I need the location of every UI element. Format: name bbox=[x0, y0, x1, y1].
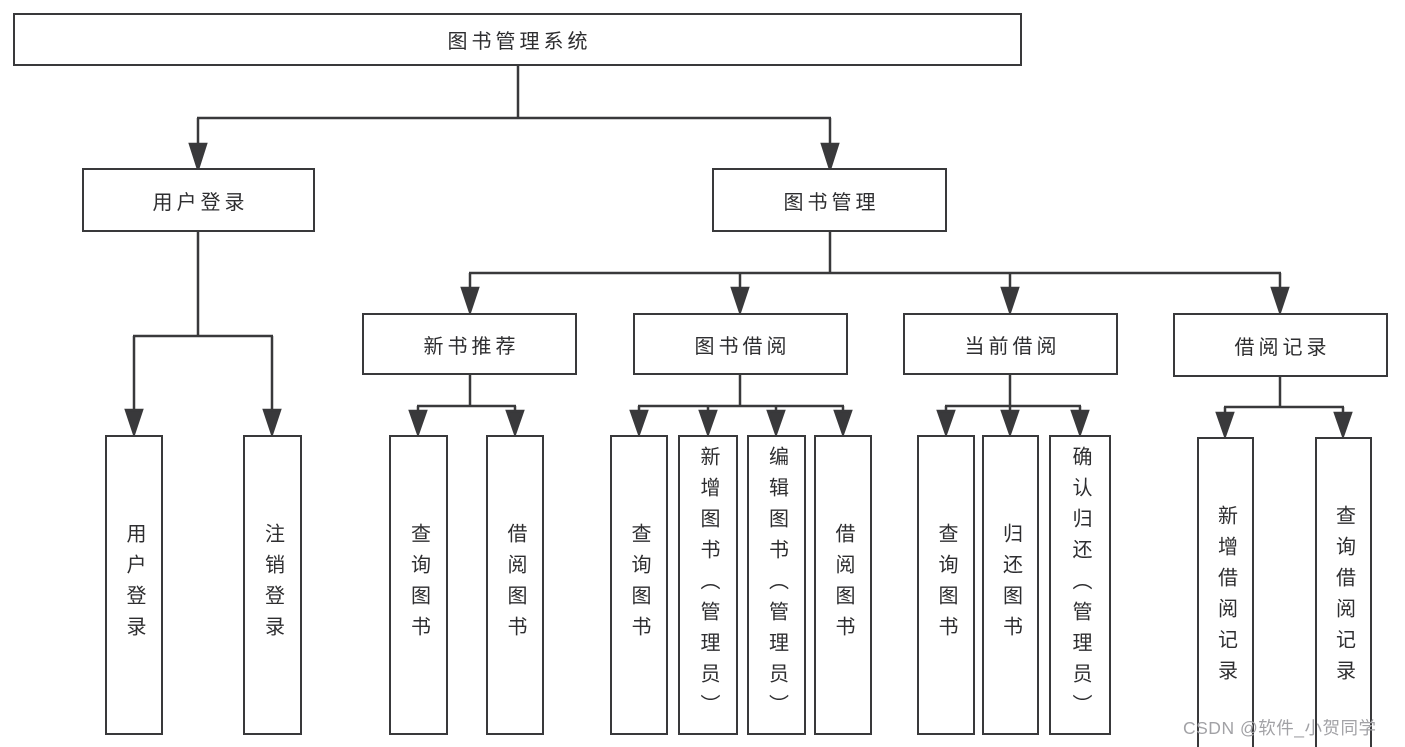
leaf-user-login: 用户登录 bbox=[105, 435, 163, 735]
leaf-rec-borrow-books-label: 借阅图书 bbox=[504, 523, 526, 647]
leaf-bb-edit-book-admin: 编辑图书（管理员） bbox=[747, 435, 806, 735]
leaf-rec-query-books-label: 查询图书 bbox=[407, 523, 430, 647]
leaf-br-query-record: 查询借阅记录 bbox=[1315, 437, 1372, 747]
node-user-login-label: 用户登录 bbox=[152, 191, 249, 214]
leaf-cb-confirm-return-admin-label: 确认归还（管理员） bbox=[1069, 445, 1091, 725]
leaf-bb-query-books: 查询图书 bbox=[610, 435, 668, 735]
leaf-cb-query-books-label: 查询图书 bbox=[935, 523, 957, 647]
leaf-br-query-record-label: 查询借阅记录 bbox=[1332, 505, 1355, 691]
node-borrow-records: 借阅记录 bbox=[1173, 313, 1388, 377]
watermark: CSDN @软件_小贺同学 bbox=[1183, 718, 1377, 738]
node-new-book-recommend: 新书推荐 bbox=[362, 313, 577, 375]
leaf-cb-return-books: 归还图书 bbox=[982, 435, 1039, 735]
leaf-logout-label: 注销登录 bbox=[261, 523, 284, 647]
node-root: 图书管理系统 bbox=[13, 13, 1022, 66]
leaf-cb-confirm-return-admin: 确认归还（管理员） bbox=[1049, 435, 1111, 735]
node-book-management-label: 图书管理 bbox=[783, 191, 880, 214]
leaf-bb-add-book-admin: 新增图书（管理员） bbox=[678, 435, 738, 735]
leaf-br-add-record: 新增借阅记录 bbox=[1197, 437, 1254, 747]
node-book-management: 图书管理 bbox=[712, 168, 947, 232]
leaf-bb-edit-book-admin-label: 编辑图书（管理员） bbox=[765, 445, 788, 725]
leaf-rec-borrow-books: 借阅图书 bbox=[486, 435, 544, 735]
leaf-bb-borrow-books-label: 借阅图书 bbox=[832, 523, 854, 647]
node-borrow-records-label: 借阅记录 bbox=[1234, 336, 1331, 359]
leaf-br-add-record-label: 新增借阅记录 bbox=[1214, 505, 1237, 691]
node-current-borrow: 当前借阅 bbox=[903, 313, 1118, 375]
leaf-cb-return-books-label: 归还图书 bbox=[999, 523, 1022, 647]
node-book-borrow-label: 图书借阅 bbox=[694, 335, 791, 358]
leaf-bb-query-books-label: 查询图书 bbox=[628, 523, 650, 647]
leaf-bb-add-book-admin-label: 新增图书（管理员） bbox=[697, 445, 719, 725]
node-new-book-recommend-label: 新书推荐 bbox=[423, 335, 520, 358]
leaf-rec-query-books: 查询图书 bbox=[389, 435, 448, 735]
node-current-borrow-label: 当前借阅 bbox=[964, 335, 1061, 358]
leaf-logout: 注销登录 bbox=[243, 435, 302, 735]
node-root-label: 图书管理系统 bbox=[447, 31, 592, 53]
leaf-cb-query-books: 查询图书 bbox=[917, 435, 975, 735]
leaf-user-login-label: 用户登录 bbox=[123, 523, 145, 647]
node-user-login: 用户登录 bbox=[82, 168, 315, 232]
leaf-bb-borrow-books: 借阅图书 bbox=[814, 435, 872, 735]
node-book-borrow: 图书借阅 bbox=[633, 313, 848, 375]
